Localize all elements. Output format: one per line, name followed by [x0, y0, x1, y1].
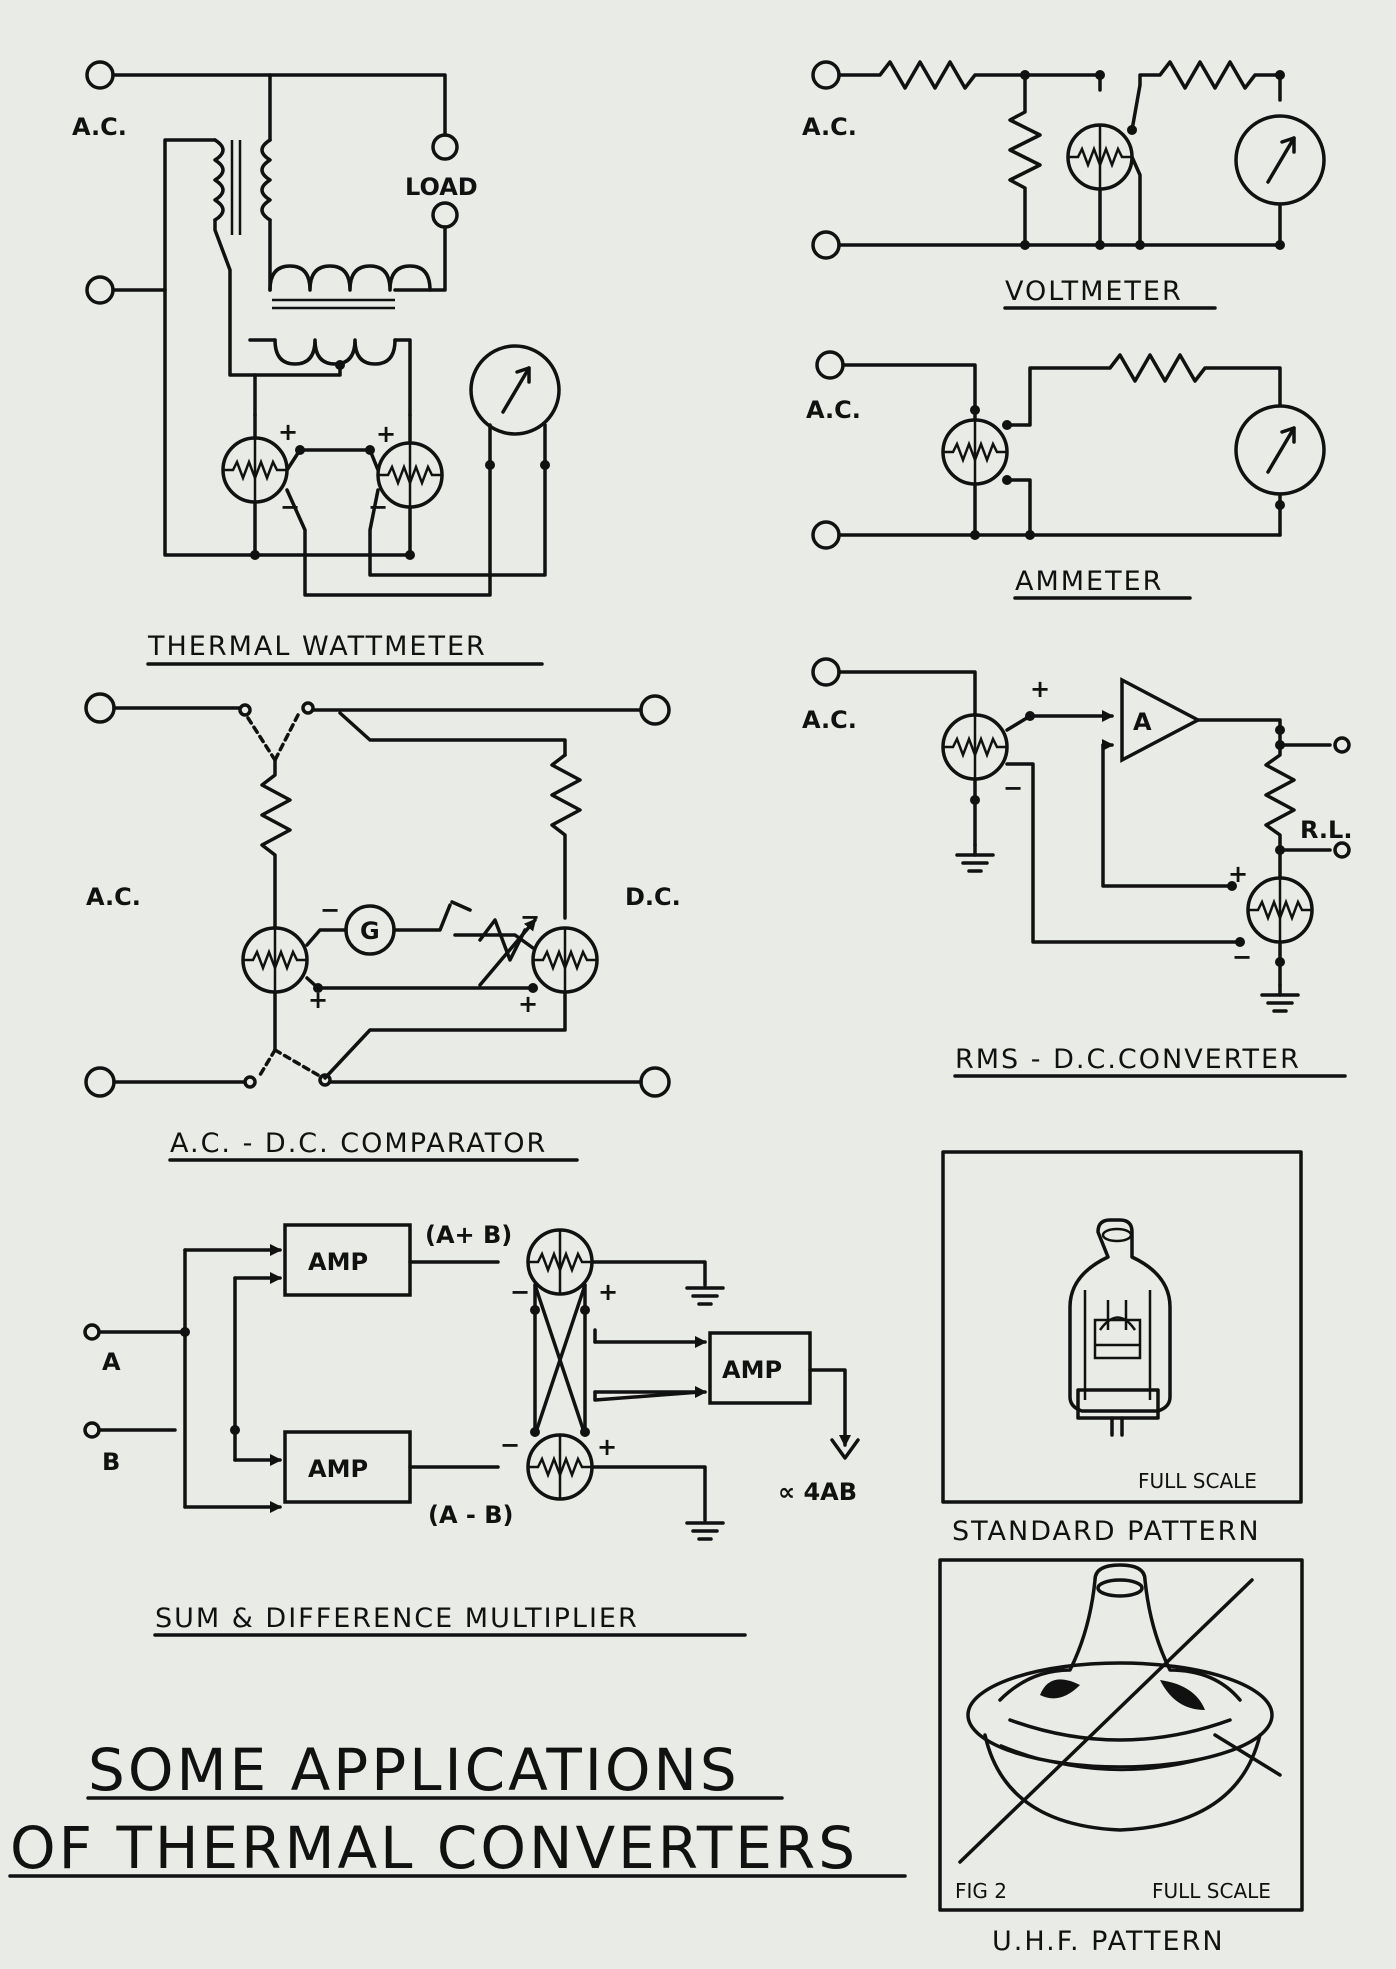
- current-coil-lower: [273, 338, 397, 366]
- output-amplifier: [708, 1331, 812, 1405]
- standard-pattern-panel: FULL SCALE STANDARD PATTERN: [941, 1150, 1303, 1547]
- load-terminal-bottom: [431, 201, 459, 229]
- multiplier-caption: SUM & DIFFERENCE MULTIPLIER: [155, 1603, 639, 1634]
- current-coil-upper: [268, 264, 432, 292]
- ac-terminal-top: [85, 60, 115, 90]
- comparator-thermal-converter-dc: [531, 926, 599, 994]
- standard-scale-label: FULL SCALE: [1138, 1469, 1257, 1493]
- output-signal-label: ∝ 4AB: [778, 1478, 857, 1506]
- rms-plus-input: +: [1030, 675, 1050, 703]
- load-terminal-top: [431, 133, 459, 161]
- uhf-pattern-caption: U.H.F. PATTERN: [992, 1926, 1225, 1957]
- ammeter-circuit: A.C. AMMETER: [806, 350, 1326, 600]
- transformer-primary-coil: [213, 138, 225, 222]
- uhf-thermal-converter-illustration: [958, 1563, 1282, 1864]
- comparator-ac-resistor: [260, 758, 292, 937]
- ammeter-meter: [1234, 404, 1326, 496]
- shunt-resistor: [1008, 73, 1042, 247]
- voltmeter-thermal-converter: [1066, 123, 1134, 191]
- comparator-caption: A.C. - D.C. COMPARATOR: [170, 1128, 547, 1159]
- comparator-dc-label: D.C.: [625, 883, 681, 911]
- page-title-line2: OF THERMAL CONVERTERS: [10, 1814, 858, 1882]
- voltmeter-meter: [1234, 114, 1326, 206]
- comparator-plus-dc: +: [518, 990, 538, 1018]
- ammeter-caption: AMMETER: [1015, 566, 1163, 597]
- difference-plus: +: [597, 1433, 617, 1461]
- multiplier-circuit: A B AMP AMP (A+ B) (A - B) − + − +: [83, 1221, 860, 1637]
- wattmeter-thermal-converter-left: [221, 436, 289, 504]
- difference-signal-label: (A - B): [428, 1501, 513, 1529]
- sum-thermal-converter: [526, 1228, 594, 1296]
- uhf-fig-label: FIG 2: [955, 1879, 1007, 1903]
- comparator-minus-ac: −: [320, 896, 340, 924]
- rms-feedback-thermal-converter: [1246, 876, 1314, 944]
- rms-load-resistor: [1264, 743, 1296, 852]
- rms-amplifier: [1120, 677, 1202, 763]
- page-title-line1: SOME APPLICATIONS: [88, 1736, 740, 1804]
- rms-ground-right: [1260, 993, 1300, 1013]
- voltmeter-caption: VOLTMETER: [1005, 276, 1183, 307]
- galvanometer-label: G: [360, 917, 380, 945]
- difference-minus: −: [500, 1431, 520, 1459]
- wattmeter-ac-label: A.C.: [72, 113, 127, 141]
- ammeter-ac-label: A.C.: [806, 396, 861, 424]
- output-amp-label: AMP: [722, 1356, 782, 1384]
- rms-minus-input: −: [1003, 774, 1023, 802]
- wattmeter-meter: [469, 344, 561, 436]
- comparator-minus-dc: −: [520, 903, 540, 931]
- sum-amplifier: [283, 1223, 412, 1297]
- difference-ground: [685, 1521, 725, 1541]
- ac-dc-comparator-circuit: A.C. D.C. G − + − + A.C. - D.C.: [84, 692, 681, 1162]
- standard-pattern-caption: STANDARD PATTERN: [952, 1516, 1261, 1547]
- series-resistor: [837, 60, 1027, 90]
- voltmeter-ac-label: A.C.: [802, 113, 857, 141]
- input-a-label: A: [102, 1348, 121, 1376]
- comparator-thermal-converter-ac: [241, 926, 309, 994]
- difference-thermal-converter: [526, 1433, 594, 1501]
- rms-minus-feedback: −: [1232, 943, 1252, 971]
- sum-ground: [685, 1286, 725, 1306]
- uhf-scale-label: FULL SCALE: [1152, 1879, 1271, 1903]
- rms-converter-caption: RMS - D.C.CONVERTER: [955, 1044, 1301, 1075]
- wattmeter-plus-right: +: [376, 420, 396, 448]
- comparator-ac-label: A.C.: [86, 883, 141, 911]
- rms-dc-converter-circuit: A.C. + − A R.L. + − RMS - D.C.CONVERTER: [802, 657, 1352, 1078]
- uhf-pattern-frame: [938, 1558, 1304, 1912]
- transformer-secondary-coil: [260, 138, 272, 222]
- thermal-wattmeter-circuit: A.C. LOAD + − + −: [72, 60, 561, 666]
- ammeter-thermal-converter: [941, 418, 1009, 486]
- rms-ground-left: [955, 853, 995, 873]
- sum-signal-label: (A+ B): [425, 1221, 512, 1249]
- standard-thermal-converter-illustration: [1068, 1218, 1172, 1437]
- rms-plus-feedback: +: [1228, 860, 1248, 888]
- thermal-wattmeter-caption: THERMAL WATTMETER: [147, 631, 487, 662]
- comparator-dc-resistor: [550, 753, 582, 920]
- difference-amp-label: AMP: [308, 1455, 368, 1483]
- sum-amp-label: AMP: [308, 1248, 368, 1276]
- comparator-plus-ac: +: [308, 986, 328, 1014]
- voltmeter-circuit: A.C. VOLTMETER: [802, 60, 1326, 310]
- rms-input-thermal-converter: [941, 713, 1009, 781]
- standard-pattern-frame: [941, 1150, 1303, 1504]
- page-title: SOME APPLICATIONS OF THERMAL CONVERTERS: [8, 1736, 907, 1882]
- difference-amplifier: [283, 1430, 412, 1504]
- uhf-pattern-panel: FIG 2 FULL SCALE U.H.F. PATTERN: [938, 1558, 1304, 1957]
- rms-amp-label: A: [1133, 708, 1152, 736]
- load-label: LOAD: [405, 173, 478, 201]
- ac-terminal-bottom: [85, 275, 115, 305]
- wattmeter-plus-left: +: [278, 418, 298, 446]
- sum-plus: +: [598, 1278, 618, 1306]
- sum-minus: −: [510, 1278, 530, 1306]
- input-b-label: B: [102, 1448, 120, 1476]
- wattmeter-minus-left: −: [280, 493, 300, 521]
- rms-rl-label: R.L.: [1300, 816, 1352, 844]
- rms-ac-label: A.C.: [802, 706, 857, 734]
